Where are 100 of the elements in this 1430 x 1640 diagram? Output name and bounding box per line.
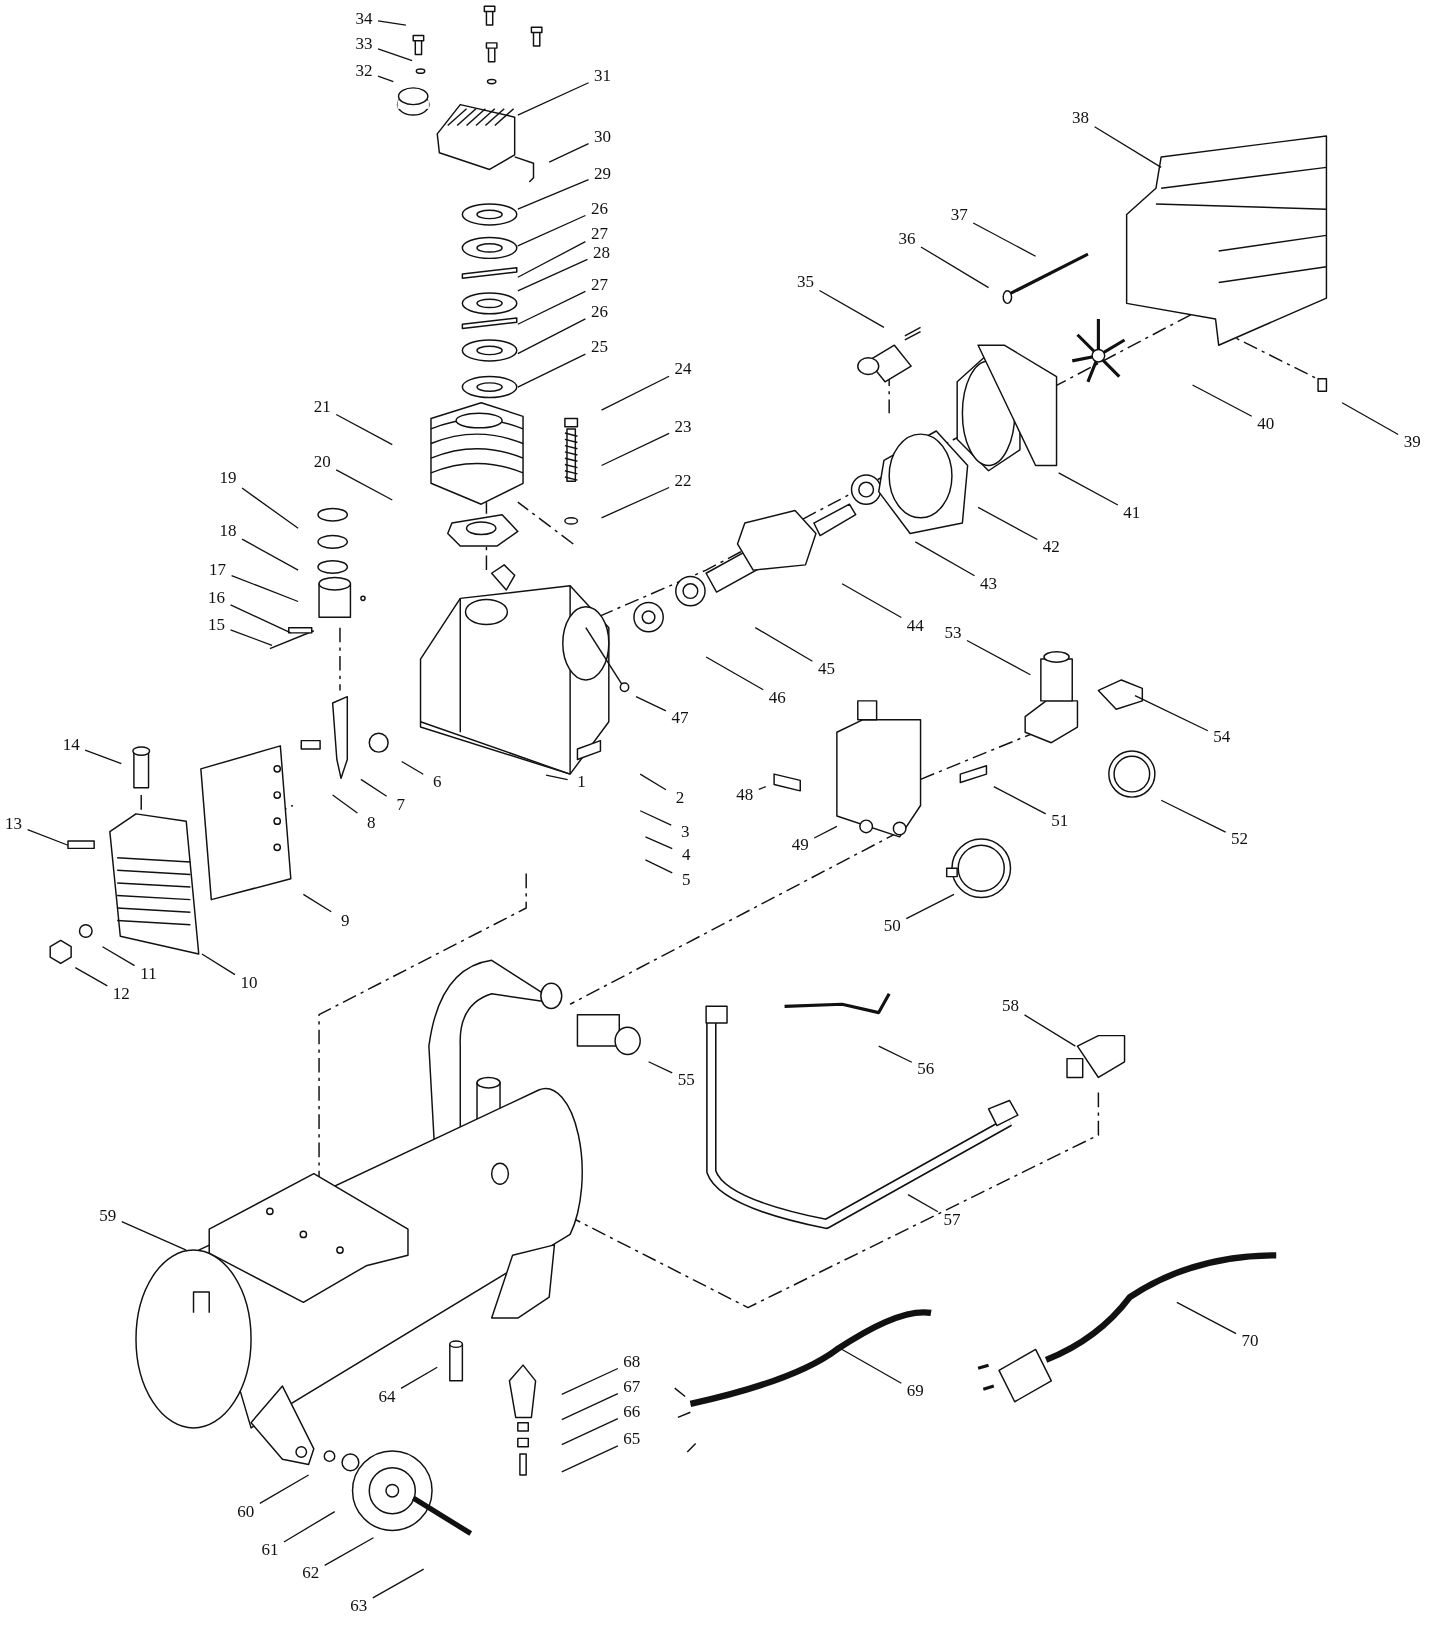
callout-number: 69 (902, 1381, 929, 1402)
leader-line (813, 825, 838, 839)
leader-line (324, 1537, 375, 1567)
callout-number: 26 (586, 199, 613, 220)
leader-line (283, 1510, 336, 1543)
leader-line (74, 967, 108, 987)
leader-line (121, 1221, 187, 1251)
leader-line (1093, 126, 1162, 168)
leader-line (639, 810, 672, 826)
leader-line (517, 214, 587, 247)
leader-line (758, 786, 767, 791)
callout-number: 37 (946, 205, 973, 226)
callout-number: 42 (1038, 537, 1065, 558)
callout-number: 41 (1118, 502, 1145, 523)
callout-number: 28 (588, 243, 615, 264)
callout-number: 3 (672, 821, 699, 842)
leader-line (372, 1568, 425, 1599)
leader-line (360, 778, 388, 797)
leader-line (517, 82, 590, 116)
leader-line (1341, 402, 1399, 436)
callout-number: 48 (731, 785, 758, 805)
callout-number: 4 (673, 844, 700, 865)
leader-line (561, 1367, 619, 1396)
leader-line (635, 696, 667, 712)
leader-line (754, 627, 814, 662)
callout-number: 62 (297, 1563, 324, 1584)
callout-number: 70 (1237, 1331, 1264, 1352)
leader-line (517, 290, 587, 325)
callout-number: 55 (673, 1069, 700, 1090)
callout-number: 25 (586, 337, 613, 358)
callout-number: 27 (586, 224, 613, 245)
leader-line (517, 258, 589, 292)
callout-number: 21 (309, 396, 336, 417)
callout-number: 14 (58, 734, 85, 755)
leader-line (993, 786, 1047, 815)
leader-line (229, 604, 292, 634)
callout-number: 68 (618, 1352, 645, 1372)
leader-line (561, 1418, 619, 1446)
callout-number: 40 (1252, 413, 1279, 434)
callout-number: 46 (764, 687, 791, 708)
leader-line (84, 749, 122, 765)
callout-number: 33 (351, 33, 378, 54)
callout-number: 45 (813, 659, 840, 680)
callout-number: 23 (670, 416, 697, 437)
callout-number: 19 (215, 468, 242, 489)
callout-number: 5 (673, 869, 700, 890)
leader-line (878, 1045, 913, 1063)
callout-number: 31 (589, 66, 616, 87)
leader-line (302, 893, 332, 913)
callout-number: 17 (204, 560, 231, 581)
callout-number: 26 (586, 301, 613, 322)
leader-line (335, 469, 393, 501)
leader-line (400, 1366, 438, 1389)
callout-number: 60 (232, 1501, 259, 1522)
leader-line (517, 241, 587, 278)
callout-number: 11 (135, 963, 162, 984)
leader-line (600, 432, 670, 467)
leader-line (600, 375, 670, 411)
leader-line (841, 583, 902, 619)
callout-number: 10 (235, 973, 262, 994)
leader-line (101, 946, 136, 967)
leader-line (905, 893, 955, 920)
callout-number: 9 (332, 910, 359, 931)
leader-line (377, 75, 394, 83)
callout-number: 53 (940, 622, 966, 643)
leader-line (818, 289, 885, 329)
callout-number: 13 (0, 814, 27, 835)
callout-number: 58 (997, 996, 1024, 1017)
leader-line (335, 413, 393, 446)
leader-line (561, 1392, 619, 1421)
leader-line (377, 20, 407, 26)
leader-line (332, 794, 358, 814)
leader-line (1023, 1014, 1077, 1047)
callout-number: 54 (1208, 727, 1235, 748)
callout-number: 61 (256, 1540, 283, 1561)
leader-line (230, 574, 299, 603)
callout-number: 24 (670, 359, 697, 380)
leader-line (517, 353, 587, 388)
callout-number: 51 (1046, 811, 1073, 832)
callout-number: 16 (203, 588, 230, 609)
leader-line (644, 859, 673, 874)
callout-number: 59 (94, 1205, 121, 1226)
leader-line (1134, 695, 1209, 732)
callout-number: 12 (108, 983, 135, 1004)
callout-number: 2 (666, 788, 693, 809)
leader-line (600, 486, 670, 519)
leader-line (920, 246, 990, 289)
callout-number: 6 (424, 772, 451, 793)
callout-number: 30 (589, 127, 616, 148)
leader-line (644, 836, 673, 850)
callout-number: 44 (902, 615, 929, 636)
leader-line (545, 774, 569, 781)
callout-number: 18 (215, 521, 242, 542)
callout-number: 57 (938, 1209, 965, 1230)
callout-number: 20 (309, 452, 336, 473)
callout-number: 36 (893, 228, 920, 249)
leader-line (914, 541, 976, 577)
leader-line (907, 1194, 939, 1213)
callout-number: 29 (589, 163, 616, 184)
leader-line (548, 143, 590, 163)
